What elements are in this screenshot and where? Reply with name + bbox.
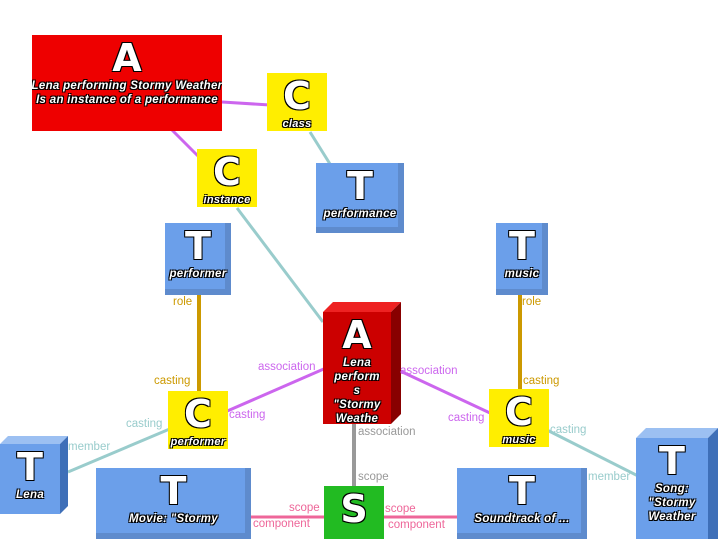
topic-node-performer-role[interactable]: T performer xyxy=(165,223,231,295)
edge-label-casting: casting xyxy=(448,412,485,424)
node-label: performance xyxy=(323,208,397,220)
topic-node-song[interactable]: T Song: "Stormy Weather xyxy=(636,438,708,539)
edge-performer-c-to-lena xyxy=(67,426,173,474)
edge-label-association: association xyxy=(258,361,316,373)
node-label: Lena performing Stormy Weather Is an ins… xyxy=(32,80,222,106)
class-node-class[interactable]: C class xyxy=(267,73,327,131)
edge-label-association: association xyxy=(358,426,416,438)
node-letter: T xyxy=(17,445,43,489)
edge-center-to-music-c xyxy=(397,368,491,415)
node-label: music xyxy=(502,434,536,446)
edge-label-casting: casting xyxy=(550,424,587,436)
edge-label-role: role xyxy=(522,296,542,308)
node-letter: T xyxy=(509,224,535,268)
edge-label-scope: scope xyxy=(289,502,320,514)
edge-label-association: association xyxy=(400,365,458,377)
edge-label-component: component xyxy=(253,518,310,530)
node-label: Soundtrack of ... xyxy=(474,513,570,525)
edge-label-scope: scope xyxy=(385,503,416,515)
node-letter: T xyxy=(659,439,685,483)
node-letter: C xyxy=(213,150,241,194)
topic-node-performance[interactable]: T performance xyxy=(316,163,404,233)
edge-label-casting: casting xyxy=(126,418,163,430)
edge-label-casting: casting xyxy=(154,375,191,387)
node-label: music xyxy=(504,268,540,280)
topic-node-song-depth xyxy=(636,428,718,539)
node-letter: C xyxy=(283,74,311,118)
node-letter: S xyxy=(340,487,368,531)
node-label: performer xyxy=(169,268,227,280)
node-letter: A xyxy=(112,36,142,80)
topic-node-lena[interactable]: T Lena xyxy=(0,444,60,514)
topic-node-music-role[interactable]: T music xyxy=(496,223,548,295)
role-edges xyxy=(197,294,522,392)
edge-assoc-top-to-class xyxy=(221,100,271,107)
node-label: Movie: "Stormy xyxy=(129,513,218,525)
edge-performer-c-to-center xyxy=(224,366,327,414)
node-letter: C xyxy=(184,392,212,436)
edge-instance-to-center xyxy=(235,207,325,323)
node-label: Lena perform s "Stormy Weathe r" xyxy=(333,357,381,424)
association-edges xyxy=(170,100,491,415)
node-label: class xyxy=(282,118,312,130)
node-label: performer xyxy=(170,436,226,448)
association-node-top[interactable]: A Lena performing Stormy Weather Is an i… xyxy=(32,35,222,131)
edge-label-scope: scope xyxy=(358,471,389,483)
scope-node[interactable]: S xyxy=(324,486,384,539)
class-node-instance[interactable]: C instance xyxy=(197,149,257,207)
edge-label-casting: casting xyxy=(523,375,560,387)
topic-node-lena-depth xyxy=(0,436,68,514)
edge-label-role: role xyxy=(173,296,193,308)
node-letter: T xyxy=(160,469,187,513)
association-node-center[interactable]: A Lena perform s "Stormy Weathe r" xyxy=(323,312,391,424)
class-node-performer[interactable]: C performer xyxy=(168,391,228,449)
edge-label-casting: casting xyxy=(229,409,266,421)
association-node-center-depth xyxy=(323,302,401,424)
edge-music-c-to-song xyxy=(546,428,639,478)
class-edges xyxy=(67,131,639,478)
node-label: Song: "Stormy Weather xyxy=(648,483,696,523)
node-letter: T xyxy=(347,164,373,208)
topic-node-soundtrack[interactable]: T Soundtrack of ... xyxy=(457,468,587,539)
node-letter: A xyxy=(342,313,372,357)
class-node-music[interactable]: C music xyxy=(489,389,549,447)
edge-label-component: component xyxy=(388,519,445,531)
edge-label-member: member xyxy=(68,441,111,453)
node-label: Lena xyxy=(15,489,45,501)
edge-label-member: member xyxy=(588,471,631,483)
node-letter: C xyxy=(505,390,533,434)
topic-node-movie[interactable]: T Movie: "Stormy xyxy=(96,468,251,539)
edge-assoc-top-to-instance xyxy=(170,128,202,160)
node-letter: T xyxy=(185,224,211,268)
node-label: instance xyxy=(203,194,251,206)
node-letter: T xyxy=(509,469,535,513)
edge-class-to-performance xyxy=(308,131,332,165)
